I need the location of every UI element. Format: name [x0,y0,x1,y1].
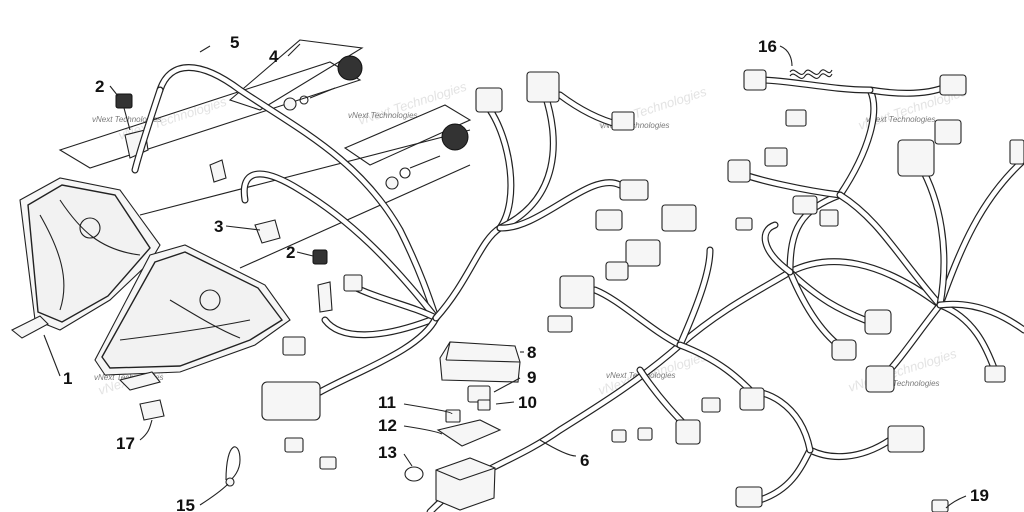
callout-8: 8 [527,343,536,362]
cable-tie-13 [404,466,424,482]
callout-6: 6 [580,451,589,470]
callout-16: 16 [758,37,777,56]
adjuster-4-lower [385,123,469,190]
fuse-box [435,457,496,511]
callout-3: 3 [214,217,223,236]
coil-16 [789,69,833,79]
callout-11: 11 [378,393,396,412]
connectors-main [547,69,1024,512]
watermark: vNext Technologies [866,115,936,124]
main-wiring-harness [426,76,1024,512]
pad-17 [139,399,165,421]
relay-8 [439,341,521,383]
callout-19: 19 [970,486,989,505]
headlight-left [10,177,161,339]
callout-15: 15 [176,496,195,512]
callout-labels: 1 2 2 3 4 5 6 8 9 10 11 12 13 15 16 17 1… [63,33,989,512]
callout-4: 4 [269,47,279,66]
watermark: vNext Technologies [600,121,670,130]
watermark: vNext Technologies [870,379,940,388]
callout-10: 10 [518,393,537,412]
adjuster-4-upper [283,55,363,111]
callout-1: 1 [63,369,72,388]
clip-15 [225,446,241,487]
watermark: vNext Technologies [348,111,418,120]
callout-2-upper: 2 [95,77,104,96]
callout-5: 5 [230,33,239,52]
connectors-upper [261,71,697,470]
fuse-10 [477,399,491,411]
fuse-block-12 [436,419,502,447]
headlight-right [94,244,291,391]
bulb-socket-lower [312,249,333,313]
callout-17: 17 [116,434,135,453]
callout-13: 13 [378,443,397,462]
leader-lines [43,43,967,509]
callout-12: 12 [378,416,397,435]
headlight-sub-harness [131,64,624,396]
bulb-3 [209,159,281,244]
watermark: vNext Technologies [356,79,469,128]
callout-9: 9 [527,368,536,387]
callout-2-lower: 2 [286,243,295,262]
